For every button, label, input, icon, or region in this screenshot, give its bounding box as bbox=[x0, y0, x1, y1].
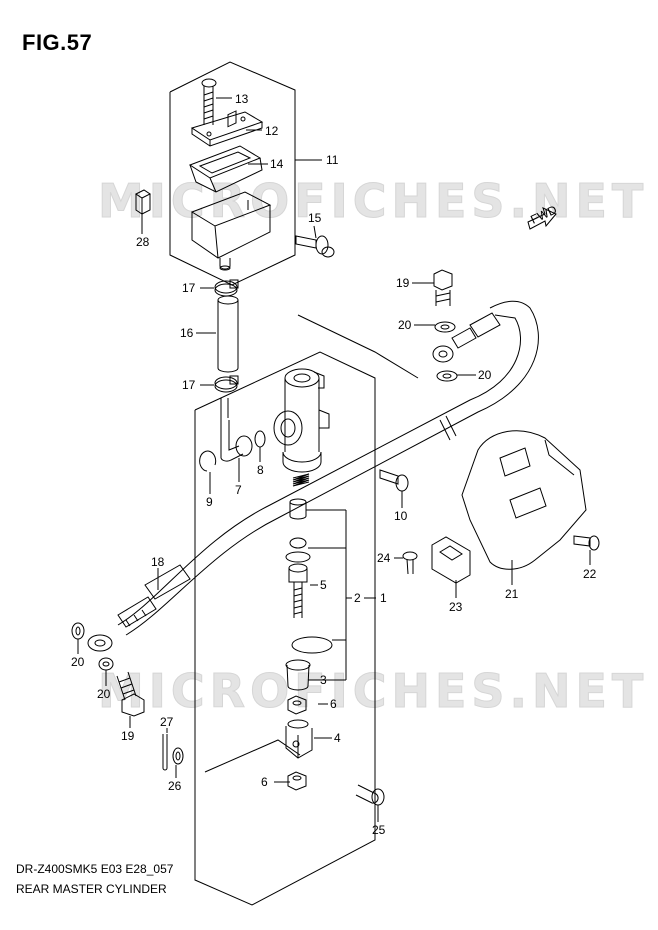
clevis-pin-25 bbox=[355, 784, 385, 806]
bolt-10 bbox=[379, 469, 409, 492]
callout-27: 27 bbox=[160, 715, 174, 729]
boot-3 bbox=[285, 659, 311, 691]
callout-1: 1 bbox=[380, 591, 387, 605]
callout-10: 10 bbox=[394, 509, 408, 523]
union-bolt-19-upper bbox=[433, 269, 453, 306]
callout-25: 25 bbox=[372, 823, 386, 837]
callout-11: 11 bbox=[326, 153, 339, 167]
callout-6-lower: 6 bbox=[261, 775, 268, 789]
washer-20-left bbox=[71, 622, 85, 640]
assembly-frame-upper bbox=[297, 314, 419, 379]
callout-16: 16 bbox=[180, 326, 194, 340]
callout-17-upper: 17 bbox=[182, 281, 196, 295]
screw-24 bbox=[402, 551, 418, 575]
spring bbox=[292, 473, 310, 487]
reservoir-frame bbox=[169, 61, 296, 286]
master-cylinder-body bbox=[273, 368, 330, 473]
callout-3: 3 bbox=[320, 673, 327, 687]
callout-18: 18 bbox=[151, 555, 165, 569]
callout-6-upper: 6 bbox=[330, 697, 337, 711]
union-bolt-19-lower bbox=[116, 671, 145, 717]
hose-clamp-17-lower bbox=[214, 375, 239, 393]
callout-28: 28 bbox=[136, 235, 150, 249]
pushrod-5 bbox=[285, 551, 311, 618]
cotter-pin-27 bbox=[162, 734, 168, 771]
callout-9: 9 bbox=[206, 495, 213, 509]
callout-20-left-lower: 20 bbox=[97, 687, 111, 701]
callout-4: 4 bbox=[334, 731, 341, 745]
nut-6-lower bbox=[287, 771, 307, 791]
callout-20-mid: 20 bbox=[478, 368, 492, 382]
brake-hose-18 bbox=[117, 300, 539, 636]
watermark-bottom: MICROFICHES.NET bbox=[97, 664, 649, 719]
nut-6-upper bbox=[287, 695, 307, 715]
callout-8: 8 bbox=[257, 463, 264, 477]
callout-13: 13 bbox=[235, 92, 249, 106]
callout-19-upper: 19 bbox=[396, 276, 410, 290]
callout-23: 23 bbox=[449, 600, 463, 614]
hose-fitting-lower bbox=[87, 564, 191, 652]
callout-26: 26 bbox=[168, 779, 182, 793]
callout-19-lower: 19 bbox=[121, 729, 135, 743]
screw-15 bbox=[295, 235, 335, 258]
reservoir-body bbox=[190, 110, 272, 271]
leader-lines bbox=[77, 97, 591, 822]
diagram-name: REAR MASTER CYLINDER bbox=[16, 882, 167, 896]
callout-20-left: 20 bbox=[71, 655, 85, 669]
callout-17-lower: 17 bbox=[182, 378, 196, 392]
assembly-frame bbox=[194, 351, 376, 906]
reservoir-cap-12 bbox=[190, 111, 264, 147]
figure-title: FIG.57 bbox=[22, 30, 93, 55]
callout-12: 12 bbox=[265, 124, 279, 138]
reservoir-hose-16 bbox=[217, 295, 239, 373]
watermark-top: MICROFICHES.NET bbox=[97, 174, 649, 229]
clevis-4 bbox=[285, 719, 313, 759]
callout-2: 2 bbox=[354, 591, 361, 605]
diagram-code: DR-Z400SMK5 E03 E28_057 bbox=[16, 862, 174, 876]
assembly-frame-lower bbox=[204, 739, 301, 773]
guard-21 bbox=[461, 430, 587, 570]
callout-24: 24 bbox=[377, 551, 391, 565]
callout-15: 15 bbox=[308, 211, 322, 225]
hose-fitting-upper bbox=[432, 312, 501, 363]
washer-26 bbox=[172, 747, 184, 765]
bracket-23 bbox=[431, 536, 471, 584]
fwd-arrow-icon bbox=[527, 207, 557, 230]
washer-20-left-lower bbox=[98, 657, 114, 671]
washer-20-mid bbox=[436, 370, 458, 382]
piston-cup bbox=[289, 498, 307, 520]
washer-20-upper bbox=[434, 321, 456, 333]
callout-21: 21 bbox=[505, 587, 519, 601]
o-ring-8 bbox=[254, 430, 266, 448]
secondary-cup bbox=[289, 537, 307, 549]
callout-22: 22 bbox=[583, 567, 597, 581]
diaphragm-14 bbox=[188, 145, 263, 193]
circlip-9 bbox=[199, 450, 217, 472]
snap-ring bbox=[291, 636, 333, 654]
screw-22 bbox=[573, 535, 600, 551]
fwd-label: FWD bbox=[528, 202, 559, 226]
hose-connector-7 bbox=[220, 398, 253, 462]
part-28 bbox=[135, 189, 151, 215]
callout-20-upper: 20 bbox=[398, 318, 412, 332]
callout-7: 7 bbox=[235, 483, 242, 497]
callout-14: 14 bbox=[270, 157, 284, 171]
callout-5: 5 bbox=[320, 578, 327, 592]
bolt-13 bbox=[201, 78, 217, 125]
